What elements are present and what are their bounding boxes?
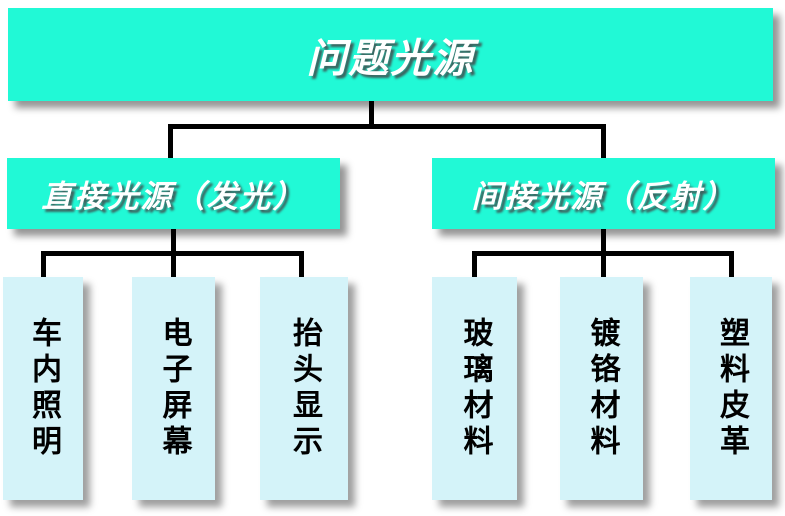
leaf-node-head-up-display: 抬头显示 <box>260 277 348 500</box>
connector-leaf6-drop <box>729 251 734 278</box>
root-node: 问题光源 <box>8 8 773 101</box>
leaf-node-glass-material-label: 玻璃材料 <box>458 316 492 461</box>
connector-level1-horizontal <box>168 124 606 129</box>
leaf-node-electronic-screen-label: 电子屏幕 <box>157 316 191 461</box>
branch-node-indirect-light: 间接光源（反射） <box>432 158 775 229</box>
root-node-label: 问题光源 <box>306 36 475 81</box>
connector-leaf4-drop <box>472 251 477 278</box>
connector-branch-right-drop <box>601 124 606 159</box>
leaf-node-chrome-material-label: 镀铬材料 <box>585 316 619 461</box>
leaf-node-chrome-material: 镀铬材料 <box>560 277 643 500</box>
leaf-node-head-up-display-label: 抬头显示 <box>288 316 321 461</box>
leaf-node-plastic-leather: 塑料皮革 <box>690 277 772 500</box>
leaf-node-interior-lighting-label: 车内照明 <box>27 316 60 461</box>
leaf-node-plastic-leather-label: 塑料皮革 <box>715 316 748 461</box>
connector-leaf3-drop <box>299 251 304 278</box>
leaf-node-interior-lighting: 车内照明 <box>3 277 83 500</box>
branch-node-direct-light: 直接光源（发光） <box>7 158 340 229</box>
connector-root-trunk <box>369 100 374 127</box>
connector-leaf1-drop <box>41 251 46 278</box>
connector-right-horizontal <box>472 251 734 256</box>
branch-node-direct-light-label: 直接光源（发光） <box>41 179 306 214</box>
connector-branch-left-drop <box>168 124 173 159</box>
leaf-node-electronic-screen: 电子屏幕 <box>132 277 215 500</box>
branch-node-indirect-light-label: 间接光源（反射） <box>471 179 736 214</box>
connector-left-horizontal <box>41 251 304 256</box>
leaf-node-glass-material: 玻璃材料 <box>432 277 517 500</box>
